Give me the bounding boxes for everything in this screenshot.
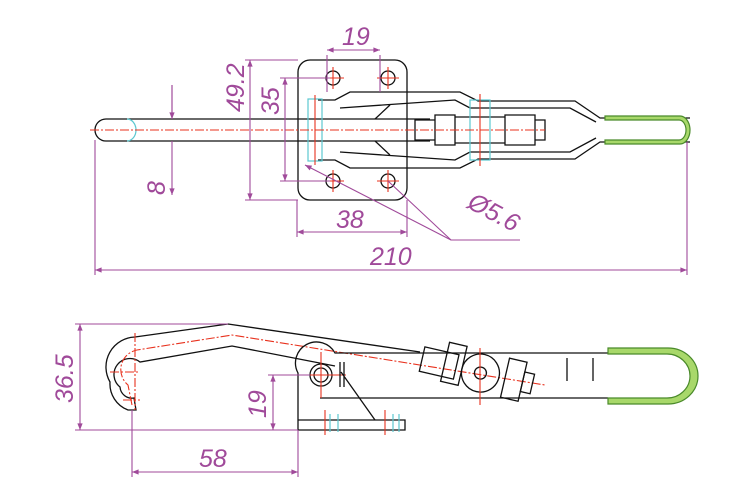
- dim-overall-length: 210: [369, 243, 412, 271]
- dim-hook-offset: 58: [199, 445, 227, 473]
- top-view: 19 49.2 35 8 38 Ø5.6 210: [90, 23, 691, 275]
- dim-rod-diameter: 8: [143, 181, 171, 195]
- dim-hole-diameter: Ø5.6: [462, 187, 524, 238]
- dim-hole-spacing-x: 19: [342, 23, 370, 51]
- handle-grip-side: [607, 347, 699, 405]
- dim-plate-width: 38: [336, 206, 364, 234]
- pivot-block: [294, 341, 608, 431]
- dim-pivot-height: 19: [244, 390, 272, 418]
- dim-height: 36.5: [51, 354, 79, 403]
- dim-plate-height: 49.2: [222, 63, 250, 112]
- dim-hole-spacing-y: 35: [257, 87, 285, 115]
- handle-grip: [604, 115, 691, 145]
- side-view: 36.5 19 58: [51, 323, 699, 477]
